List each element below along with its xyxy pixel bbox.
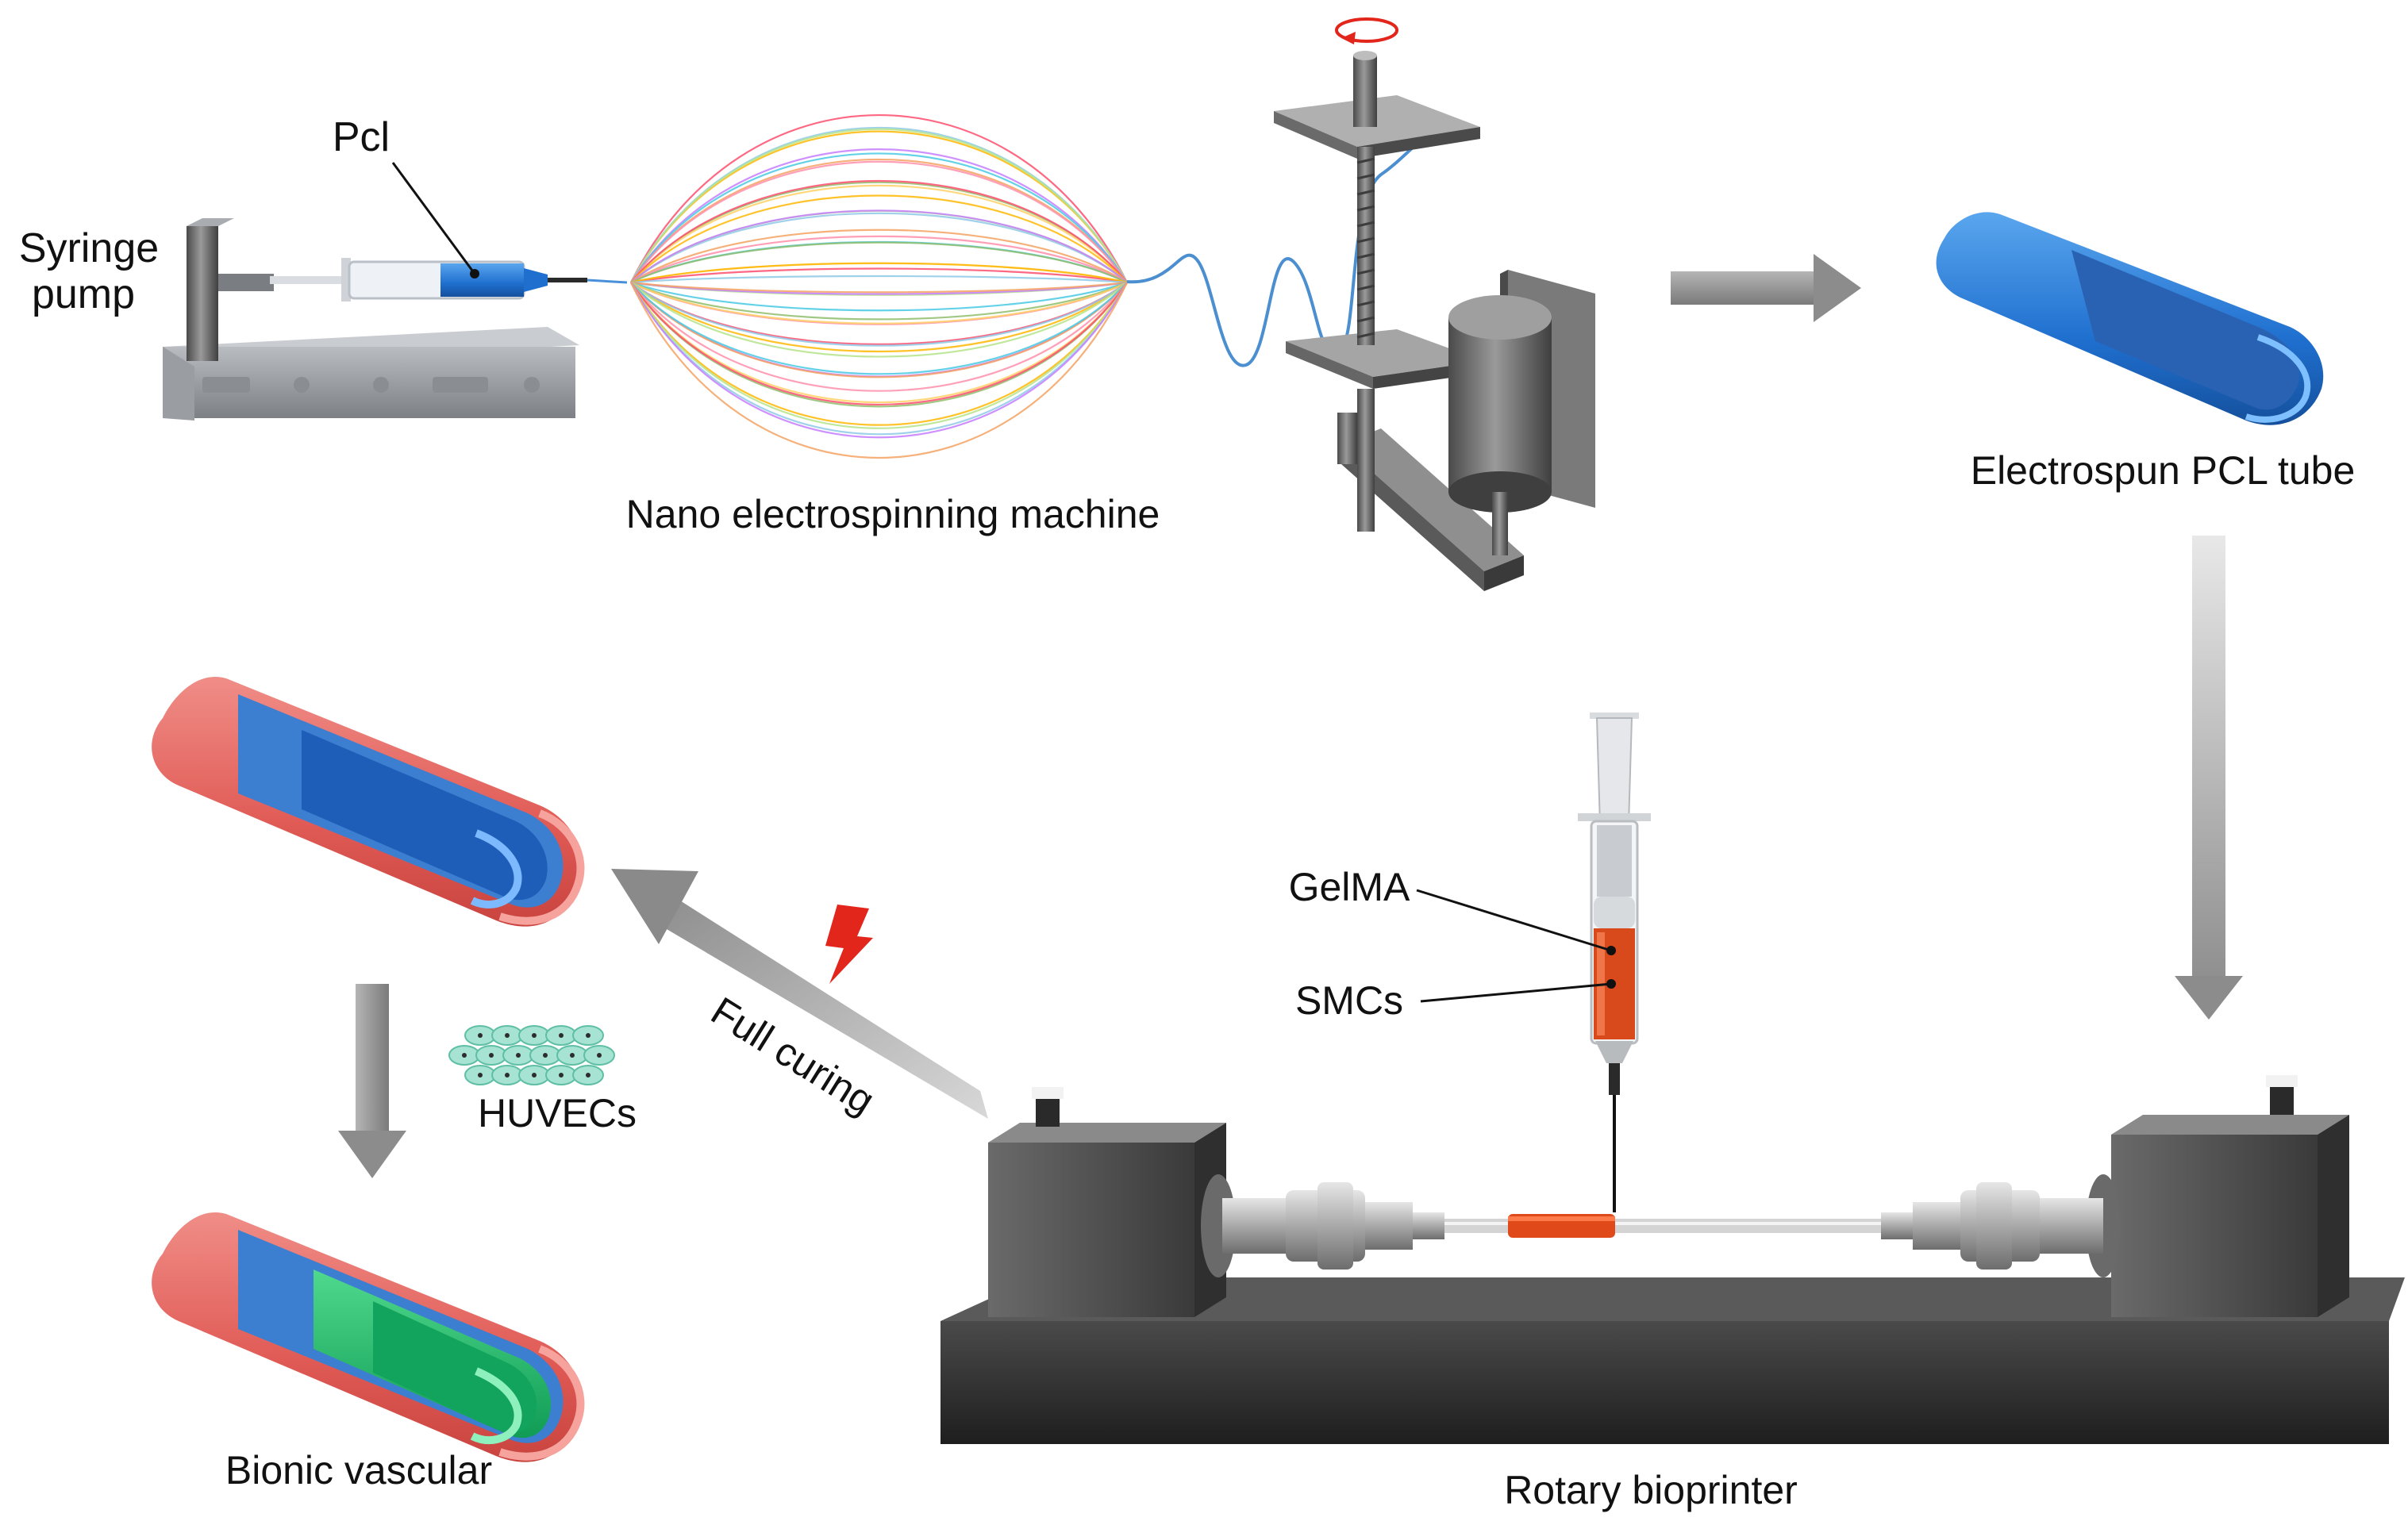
fiber-strand (630, 281, 1128, 321)
fiber-strand (630, 194, 1128, 283)
full-curing-label: Full curing (703, 989, 882, 1124)
rotating-collector-icon (1274, 51, 1595, 591)
rotary-bioprinter-icon (941, 1075, 2405, 1444)
gelma-leader-line (1416, 889, 1612, 952)
cell-nucleus (505, 1073, 510, 1077)
cell-nucleus (532, 1073, 537, 1077)
syringe-pump-icon (163, 218, 579, 421)
arrow-to-bioprinter (2175, 536, 2243, 1020)
fiber-strand (630, 275, 1128, 284)
fiber-strand (630, 282, 1128, 378)
print-syringe-icon (1578, 713, 1651, 1212)
syringe-pump-label: Syringe (19, 225, 159, 271)
arrow-to-bionic-vascular (338, 984, 406, 1178)
cell-nucleus (586, 1073, 590, 1077)
fiber-strand (630, 148, 1128, 283)
lightning-icon (825, 905, 873, 984)
fiber-strand (630, 235, 1128, 283)
cell-nucleus (532, 1033, 537, 1038)
arrow-to-pcl-tube (1671, 254, 1861, 322)
cell-nucleus (559, 1033, 564, 1038)
vessel-red-blue-icon (152, 677, 585, 927)
fiber-strand (630, 262, 1128, 284)
fiber-strand (630, 152, 1128, 283)
cell-nucleus (462, 1053, 467, 1058)
electrospinning-machine-label: Nano electrospinning machine (626, 492, 1160, 536)
cell-nucleus (489, 1053, 494, 1058)
cell-nucleus (570, 1053, 575, 1058)
fiber-jet-icon (630, 113, 1128, 459)
fiber-strand (630, 212, 1128, 283)
rotation-arrow-icon (1335, 17, 1398, 44)
fiber-strand (630, 241, 1128, 283)
rotary-bioprinter-label: Rotary bioprinter (1504, 1468, 1798, 1512)
syringe-icon (270, 258, 628, 302)
fiber-strand (630, 130, 1128, 283)
syringe-pump-label-line2: pump (32, 271, 135, 317)
fiber-strand (630, 267, 1128, 284)
fiber-strand (630, 282, 1128, 429)
fiber-strand (630, 282, 1128, 378)
cell-nucleus (597, 1053, 602, 1058)
fiber-strand (630, 184, 1128, 283)
cell-nucleus (543, 1053, 548, 1058)
fiber-strand (630, 282, 1128, 459)
fiber-strand (630, 282, 1128, 426)
fiber-strand (630, 282, 1128, 347)
fiber-strand (630, 128, 1128, 283)
huvecs-label: HUVECs (478, 1091, 637, 1135)
fiber-strand (630, 282, 1128, 375)
pcl-leader-line (391, 162, 476, 275)
fiber-strand (630, 180, 1128, 283)
cell-nucleus (478, 1073, 483, 1077)
bionic-vascular-icon (152, 1212, 585, 1462)
cell-nucleus (559, 1073, 564, 1077)
pcl-label: Pcl (333, 114, 390, 160)
fiber-strand (630, 281, 1128, 294)
fiber-strand (630, 282, 1128, 403)
fiber-strand (630, 282, 1128, 439)
gelma-label: GelMA (1289, 865, 1410, 909)
pcl-tube-icon (1936, 212, 2324, 425)
full-curing-arrow (611, 869, 988, 1119)
fiber-strand (630, 282, 1128, 406)
cell-nucleus (516, 1053, 521, 1058)
fiber-strand (630, 281, 1128, 312)
cell-layer-icon (448, 1025, 615, 1085)
fiber-strand (630, 282, 1128, 325)
fiber-strand (630, 113, 1128, 283)
bionic-vascular-label: Bionic vascular (225, 1448, 492, 1492)
smcs-label: SMCs (1295, 978, 1403, 1023)
cell-nucleus (586, 1033, 590, 1038)
smcs-leader-line (1420, 982, 1612, 1003)
fiber-strand (630, 282, 1128, 358)
fiber-strand (630, 282, 1128, 352)
fiber-strand (630, 181, 1128, 283)
pcl-tube-label: Electrospun PCL tube (1971, 448, 2356, 493)
fiber-strand (630, 229, 1128, 283)
cell-nucleus (505, 1033, 510, 1038)
fiber-strand (630, 160, 1128, 283)
fiber-strand (630, 262, 1128, 284)
fiber-strand (630, 282, 1128, 436)
cell-nucleus (478, 1033, 483, 1038)
fiber-strand (630, 209, 1128, 283)
fiber-strand (630, 282, 1128, 392)
